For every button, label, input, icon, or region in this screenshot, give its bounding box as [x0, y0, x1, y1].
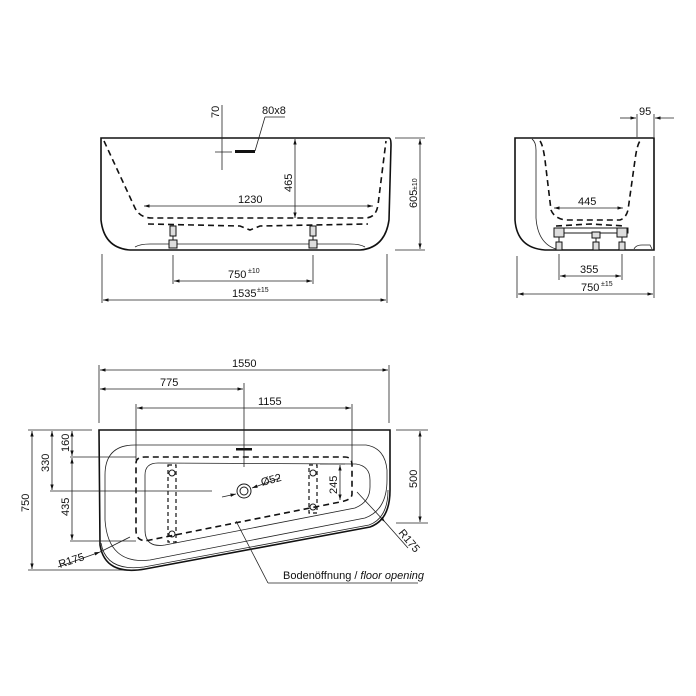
top-inner-rim [104, 444, 388, 561]
dim-435-label: 435 [60, 498, 72, 516]
front-foot-left [169, 225, 177, 237]
floor-opening-label: Bodenöffnung /floor opening [283, 570, 425, 582]
dim-1550-label: 1550 [232, 358, 256, 370]
side-tub-outline [514, 137, 655, 251]
dim-750-front-label: 750 [228, 269, 246, 281]
top-tub-outline [98, 429, 391, 572]
dim-750-side-label: 750 [581, 282, 599, 294]
dim-750-front-tolerance: ±10 [248, 268, 260, 275]
dim-750-top-label: 750 [20, 494, 32, 512]
top-rail-right [308, 464, 318, 514]
dim-465-label: 465 [283, 174, 295, 192]
side-foot-right [618, 241, 626, 251]
dim-330-label: 330 [40, 454, 52, 472]
dim-245-label: 245 [328, 476, 340, 494]
dim-445-label: 445 [578, 196, 596, 208]
front-basin-dashed [103, 140, 387, 219]
front-foot-right [309, 225, 317, 237]
dim-355-label: 355 [580, 264, 598, 276]
front-tub-outline [100, 137, 392, 251]
side-view: 95 445 355 750 ±15 [514, 106, 674, 298]
dim-1535-tolerance: ±15 [257, 287, 269, 294]
dim-r175-left-label: R175 [57, 551, 86, 571]
dim-160-label: 160 [60, 434, 72, 452]
side-basin-dashed [539, 140, 641, 221]
dim-775-label: 775 [160, 377, 178, 389]
dim-80x8-label: 80x8 [262, 105, 286, 117]
dim-750-side-tolerance: ±15 [601, 281, 613, 288]
dim-1230-label: 1230 [238, 194, 262, 206]
side-foot-middle [592, 241, 600, 251]
dim-1535-label: 1535 [232, 288, 256, 300]
dim-r175-right-label: R175 [396, 527, 422, 555]
front-view: 70 80x8 465 1230 605 ±10 750 ±10 1535 ±1… [100, 105, 425, 303]
dim-d52-label: Ø52 [260, 472, 283, 489]
top-view: Ø52 1550 775 1155 160 330 435 750 [20, 358, 428, 584]
dim-500-label: 500 [408, 470, 420, 488]
dim-1155-label: 1155 [258, 396, 282, 408]
dim-70-label: 70 [210, 106, 222, 118]
top-rail-left [167, 464, 177, 543]
overflow-slot [235, 150, 255, 153]
dim-605-label: 605 [408, 190, 420, 208]
dim-605-tolerance: ±10 [412, 178, 419, 190]
drain-icon [236, 483, 252, 499]
floor-opening-dashed [135, 456, 353, 542]
side-foot-left [555, 241, 563, 251]
dim-95-label: 95 [639, 106, 651, 118]
